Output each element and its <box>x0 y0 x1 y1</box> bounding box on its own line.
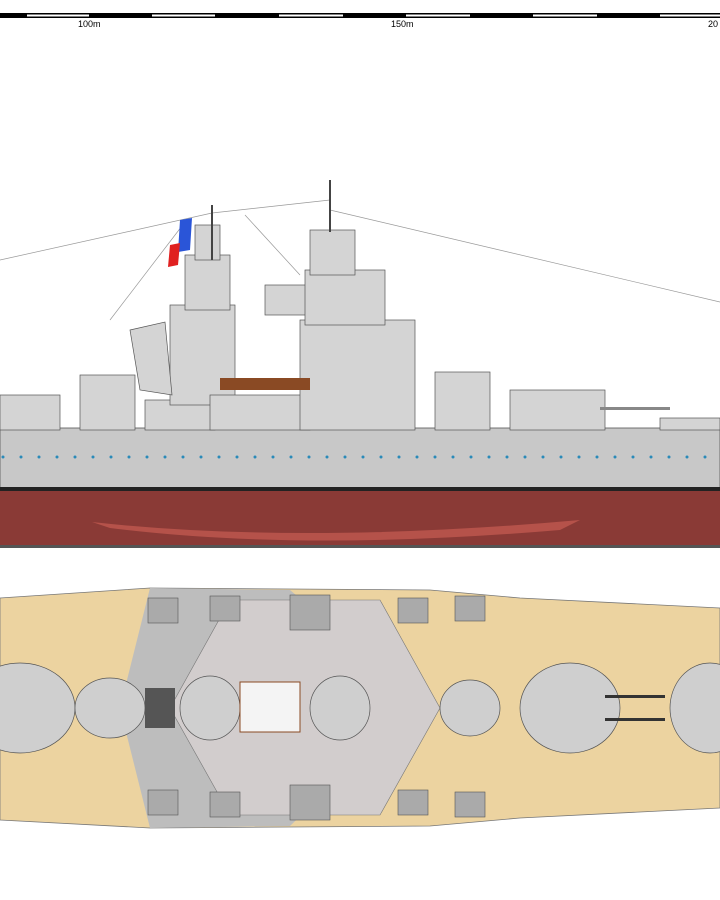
french-flag <box>168 218 192 267</box>
turret-d-plan <box>519 662 621 754</box>
porthole <box>181 455 185 459</box>
porthole <box>343 455 347 459</box>
porthole <box>307 455 311 459</box>
scale-label-150m: 150m <box>391 19 414 29</box>
porthole <box>325 455 329 459</box>
porthole <box>613 455 617 459</box>
portholes <box>1 455 707 459</box>
porthole <box>163 455 167 459</box>
porthole <box>127 455 131 459</box>
porthole <box>487 455 491 459</box>
side-profile <box>0 180 720 548</box>
ships-boats <box>220 378 310 390</box>
porthole <box>19 455 23 459</box>
main-superstructure <box>299 319 416 431</box>
porthole <box>397 455 401 459</box>
porthole <box>703 455 707 459</box>
porthole <box>73 455 77 459</box>
turret-b-plan <box>74 677 146 739</box>
turret-c-plan <box>439 679 501 737</box>
porthole <box>109 455 113 459</box>
scale-label-100m: 100m <box>78 19 101 29</box>
porthole <box>361 455 365 459</box>
rigging-wires <box>0 199 720 321</box>
bilge-keel <box>92 520 580 541</box>
scale-label-200m: 20 <box>708 19 719 29</box>
porthole <box>685 455 689 459</box>
porthole <box>199 455 203 459</box>
porthole <box>55 455 59 459</box>
gun-barrel <box>600 407 670 410</box>
porthole <box>631 455 635 459</box>
porthole <box>451 455 455 459</box>
main-tower-plan <box>309 675 371 741</box>
turret-c-side <box>434 371 491 431</box>
porthole <box>577 455 581 459</box>
porthole <box>541 455 545 459</box>
porthole <box>145 455 149 459</box>
porthole <box>1 455 5 459</box>
porthole <box>469 455 473 459</box>
porthole <box>289 455 293 459</box>
porthole <box>379 455 383 459</box>
porthole <box>253 455 257 459</box>
turret-d-side <box>509 389 606 431</box>
porthole <box>667 455 671 459</box>
porthole <box>235 455 239 459</box>
porthole <box>217 455 221 459</box>
scale-bar <box>0 13 720 18</box>
turret-b-side <box>79 374 136 431</box>
porthole <box>523 455 527 459</box>
porthole <box>91 455 95 459</box>
secondary-turrets <box>147 594 486 821</box>
hull <box>0 427 720 489</box>
porthole <box>649 455 653 459</box>
main-director <box>309 229 356 276</box>
boats-plan <box>239 681 301 733</box>
porthole <box>433 455 437 459</box>
funnel-grate <box>145 688 175 728</box>
porthole <box>595 455 599 459</box>
porthole <box>559 455 563 459</box>
porthole <box>37 455 41 459</box>
plan-view <box>0 587 720 829</box>
forward-tower-plan <box>179 675 241 741</box>
porthole <box>415 455 419 459</box>
turret-a-side <box>0 394 61 431</box>
porthole <box>505 455 509 459</box>
porthole <box>271 455 275 459</box>
